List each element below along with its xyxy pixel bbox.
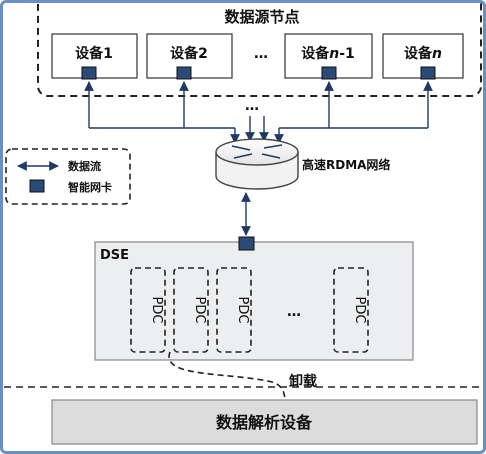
nic-icon: [176, 66, 192, 80]
legend-dataflow-label: 数据流: [68, 159, 101, 173]
pdc-box-2: [173, 267, 209, 353]
legend-box: [5, 148, 131, 205]
pdc-ellipsis: …: [287, 304, 301, 320]
device-label-n: 设备n: [404, 45, 442, 62]
nic-icon: [321, 66, 337, 80]
nic-icon: [238, 236, 255, 251]
pdc-box-4: [333, 267, 369, 353]
analysis-device-box: [51, 399, 478, 445]
pdc-box-3: [216, 267, 252, 353]
legend-nic-label: 智能网卡: [68, 180, 112, 194]
device-label-n-1: 设备n-1: [301, 45, 355, 62]
nic-icon: [81, 66, 97, 80]
nic-legend-icon: [29, 179, 45, 193]
devices-ellipsis: …: [254, 46, 268, 62]
pdc-label-2: PDC: [192, 297, 207, 324]
arrows-ellipsis: …: [245, 98, 259, 114]
analysis-device-label: 数据解析设备: [216, 413, 313, 432]
offload-path: [168, 351, 286, 403]
data-source-title: 数据源节点: [224, 8, 299, 26]
device-network-links: [84, 81, 433, 144]
pdc-label-4: PDC: [352, 297, 367, 324]
pdc-box-1: [130, 267, 166, 353]
network-label: 高速RDMA网络: [302, 157, 390, 172]
pdc-label-1: PDC: [149, 297, 164, 324]
dse-title: DSE: [100, 248, 129, 263]
offload-label: 卸载: [289, 373, 317, 390]
nic-icon: [420, 66, 436, 80]
router-icon: [215, 138, 299, 190]
device-label-2: 设备2: [170, 45, 208, 62]
pdc-label-3: PDC: [235, 297, 250, 324]
data-source-group: [37, 0, 482, 97]
device-label-1: 设备1: [75, 45, 113, 62]
